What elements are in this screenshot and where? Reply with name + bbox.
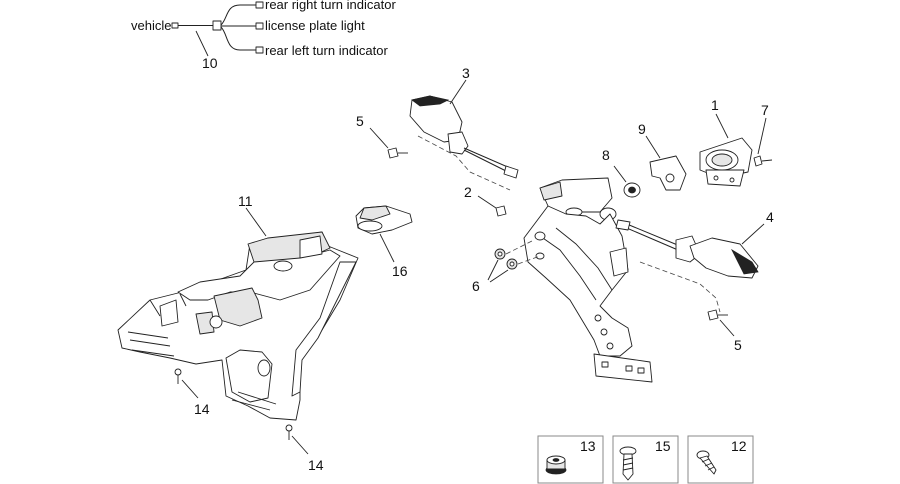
callout-4: 4 [766,209,774,225]
callout-14-bottom: 14 [308,457,324,473]
screw-icon [619,446,637,481]
part-screw-7 [753,117,773,167]
part-rear-undertray [117,231,359,421]
connector-middle-icon [255,22,264,30]
callout-9: 9 [638,121,646,137]
branch-label-middle: license plate light [265,18,365,33]
self-tapping-screw-icon [696,450,717,475]
part-screws-14 [174,368,309,455]
inset-15-number: 15 [655,438,671,454]
callout-6: 6 [472,278,480,294]
callout-1: 1 [711,97,719,113]
callout-8: 8 [602,147,610,163]
part-nuts-6 [487,239,541,283]
source-connector-icon [171,22,179,29]
callout-14-left: 14 [194,401,210,417]
callout-11: 11 [238,193,253,209]
callout-7: 7 [761,102,769,118]
inset-12-number: 12 [731,438,747,454]
wiring-source-label: vehicle [131,18,171,33]
callout-10: 10 [202,55,218,71]
callout-5-bottom: 5 [734,337,742,353]
callout-2: 2 [464,184,472,200]
part-license-plate-light [699,113,753,187]
inset-13-number: 13 [580,438,596,454]
wiring-schematic: vehicle rear right turn indicator licens… [131,0,396,71]
part-rear-left-indicator [615,219,759,313]
part-grommet-8 [613,165,641,198]
inset-box-13: 13 [537,435,604,484]
part-plate-holder [523,177,653,383]
connector-top-icon [255,1,264,9]
part-screw-5-upper [369,127,408,159]
part-screw-5-lower [707,309,735,337]
junction-icon [212,20,222,31]
branch-label-bottom: rear left turn indicator [265,43,389,58]
part-screw-2 [477,195,507,217]
part-reflector [355,205,413,235]
callout-16: 16 [392,263,408,279]
inset-box-15: 15 [612,435,679,484]
inset-box-12: 12 [687,435,754,484]
part-rear-right-indicator [409,95,519,191]
connector-bottom-icon [255,46,264,54]
branch-label-top: rear right turn indicator [265,0,396,12]
callout-3: 3 [462,65,470,81]
callout-5-top: 5 [356,113,364,129]
part-bracket-9 [645,135,687,191]
